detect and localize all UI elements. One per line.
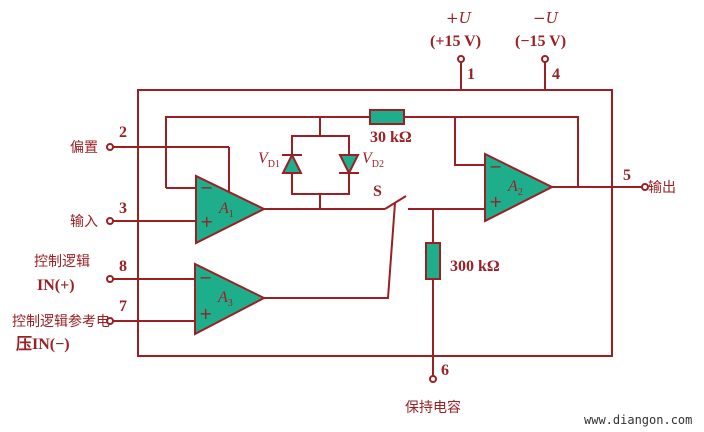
diode-left-branch (291, 117, 321, 195)
top-feedback-right-wire (404, 116, 579, 186)
ctrl-ref-label-line2: 压IN(−) (16, 335, 70, 353)
bias-label: 偏置 (70, 140, 98, 156)
a1-plus-sign: + (200, 212, 213, 231)
pin5-number: 5 (623, 167, 631, 184)
input-label: 输入 (70, 214, 98, 230)
watermark: www.diangon.com (584, 413, 692, 427)
op-amp-a1 (195, 174, 267, 245)
diode-vd1 (281, 152, 303, 174)
switch-label: S (373, 183, 382, 200)
a1-label: A1 (218, 200, 234, 220)
ctrl-in-pos-label: IN(+) (37, 277, 75, 294)
a1-minus-sign: − (200, 178, 213, 197)
a2-minus-sign: − (489, 157, 502, 176)
neg-supply-label: −U (533, 9, 560, 27)
pin7-number: 7 (119, 298, 127, 315)
vd2-label: VD2 (362, 150, 384, 170)
output-label: 输出 (648, 180, 676, 196)
pin4-number: 4 (552, 66, 560, 83)
pin5-terminal (641, 183, 649, 191)
pin8-number: 8 (119, 258, 127, 275)
switch-blade (384, 195, 407, 210)
a2-label: A2 (507, 178, 523, 198)
pin4-terminal (541, 55, 549, 63)
a3-plus-sign: + (199, 304, 212, 323)
pin3-terminal (106, 217, 114, 225)
switch-control-link (264, 202, 396, 299)
op-amp-a2 (484, 152, 555, 223)
resistor-30k-label: 30 kΩ (370, 129, 412, 146)
pin2-terminal (106, 143, 114, 151)
a2-feedback-wire (454, 117, 485, 166)
resistor-30k (369, 109, 405, 125)
a3-label: A3 (217, 289, 233, 309)
a2-plus-sign: + (489, 192, 502, 211)
ctrl-logic-label: 控制逻辑 (34, 254, 90, 270)
a1-feedback-left-wire (165, 116, 370, 188)
resistor-300k-label: 300 kΩ (450, 258, 500, 275)
pin8-terminal (106, 275, 114, 283)
diode-vd2 (338, 154, 360, 176)
pos-supply-label: +U (446, 9, 473, 27)
pin1-terminal (457, 55, 465, 63)
neg-supply-value: (−15 V) (515, 33, 566, 50)
pin6-number: 6 (441, 362, 449, 379)
pos-supply-value: (+15 V) (430, 33, 481, 50)
pin3-number: 3 (119, 200, 127, 217)
chip-boundary (137, 89, 613, 357)
pin6-terminal (429, 375, 437, 383)
pin2-number: 2 (119, 124, 127, 141)
vd1-label: VD1 (258, 150, 280, 170)
resistor-300k (425, 242, 441, 280)
hold-cap-label: 保持电容 (405, 399, 461, 416)
op-amp-a3 (194, 262, 267, 336)
pin1-number: 1 (467, 66, 475, 83)
ctrl-ref-label-line1: 控制逻辑参考电 (12, 313, 110, 330)
a3-minus-sign: − (199, 268, 212, 287)
pin7-terminal (106, 317, 114, 325)
